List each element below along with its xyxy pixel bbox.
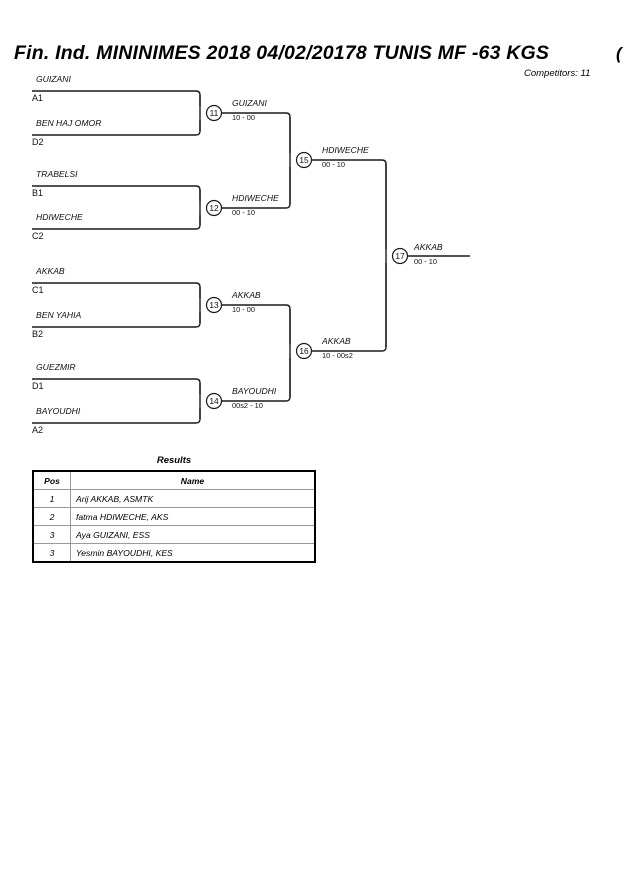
result-pos: 1 [32,489,71,508]
r1-m14-bottom-seed: A2 [32,425,43,435]
r1-m14-top-seed: D1 [32,381,44,391]
competitors-count: Competitors: 11 [524,68,591,79]
final-bracket-join [381,159,387,352]
final-winner: AKKAB [413,242,443,252]
r1-m11-score: 10 - 00 [232,113,255,122]
page-title: Fin. Ind. MININIMES 2018 04/02/20178 TUN… [14,42,550,64]
r1-m12-top-seed: B1 [32,188,43,198]
match-number-15: 15 [299,155,309,165]
r1-m13-top-seed: C1 [32,285,44,295]
match-number-circle-17[interactable] [391,247,409,265]
r1-m14-top-name: GUEZMIR [36,362,76,372]
final-score: 00 - 10 [414,257,437,266]
round1-match-12: 12 TRABELSI B1 HDIWECHE C2 HDIWECHE 00 -… [32,169,279,241]
r1-m14-bracket-join [195,378,201,424]
r1-m12-winner: HDIWECHE [232,193,279,203]
bracket-diagram: 11 GUIZANI A1 BEN HAJ OMOR D2 GUIZANI 10… [32,74,470,435]
results-heading: Results [156,455,192,466]
semifinal-match-16: 16 AKKAB 10 - 00s2 [222,304,353,402]
table-row[interactable]: 1 Arij AKKAB, ASMTK [32,489,316,508]
round1-match-14: 14 GUEZMIR D1 BAYOUDHI A2 BAYOUDHI 00s2 … [32,362,277,435]
result-pos: 3 [32,525,71,544]
table-row[interactable]: 3 Aya GUIZANI, ESS [32,525,316,544]
r1-m14-bottom-name: BAYOUDHI [36,406,81,416]
match-number-circle-11[interactable] [205,104,223,122]
r1-m12-score: 00 - 10 [232,208,255,217]
result-pos: 2 [32,507,71,526]
match-number-17: 17 [395,251,405,261]
r1-m13-top-name: AKKAB [35,266,65,276]
r1-m11-bottom-name: BEN HAJ OMOR [36,118,101,128]
match-number-circle-14[interactable] [205,392,223,410]
r1-m13-bottom-name: BEN YAHIA [36,310,81,320]
match-number-12: 12 [209,203,219,213]
result-name: Aya GUIZANI, ESS [70,525,316,544]
r1-m14-winner: BAYOUDHI [232,386,277,396]
match-number-11: 11 [210,108,219,118]
r1-m13-bottom-seed: B2 [32,329,43,339]
match-number-circle-13[interactable] [205,296,223,314]
match-number-circle-12[interactable] [205,199,223,217]
r1-m13-bracket-join [195,282,201,328]
round1-match-11: 11 GUIZANI A1 BEN HAJ OMOR D2 GUIZANI 10… [32,74,267,147]
r1-m12-bottom-seed: C2 [32,231,44,241]
results-table: Pos Name 1 Arij AKKAB, ASMTK 2 fatma HDI… [32,470,316,563]
table-row[interactable]: 2 fatma HDIWECHE, AKS [32,507,316,526]
r1-m11-winner: GUIZANI [232,98,267,108]
sf-m16-score: 10 - 00s2 [322,351,353,360]
r1-m12-top-name: TRABELSI [36,169,78,179]
result-name: Arij AKKAB, ASMTK [70,489,316,508]
r1-m12-bracket-join [195,185,201,230]
sf-m15-score: 00 - 10 [322,160,345,169]
results-col-pos: Pos [32,470,71,490]
title-trailing-glyph: ( [616,44,622,63]
results-header-row: Pos Name [32,470,316,490]
sf-m15-bracket-join [285,112,291,209]
sf-m16-winner: AKKAB [321,336,351,346]
r1-m13-score: 10 - 00 [232,305,255,314]
r1-m11-top-name: GUIZANI [36,74,71,84]
result-name: Yesmin BAYOUDHI, KES [70,543,316,563]
round1-match-13: 13 AKKAB C1 BEN YAHIA B2 AKKAB 10 - 00 [32,266,261,339]
results-col-name: Name [70,470,316,490]
r1-m11-bracket-join [195,90,201,136]
r1-m14-score: 00s2 - 10 [232,401,263,410]
sf-m16-bracket-join [285,304,291,402]
result-pos: 3 [32,543,71,563]
match-number-circle-15[interactable] [295,151,313,169]
result-name: fatma HDIWECHE, AKS [70,507,316,526]
match-number-circle-16[interactable] [295,342,313,360]
r1-m12-bottom-name: HDIWECHE [36,212,83,222]
semifinal-match-15: 15 HDIWECHE 00 - 10 [222,112,369,209]
match-number-14: 14 [209,396,219,406]
r1-m11-top-seed: A1 [32,93,43,103]
table-row[interactable]: 3 Yesmin BAYOUDHI, KES [32,543,316,563]
final-match-17: 17 AKKAB 00 - 10 [312,159,470,352]
r1-m11-bottom-seed: D2 [32,137,44,147]
sf-m15-winner: HDIWECHE [322,145,369,155]
match-number-13: 13 [209,300,219,310]
match-number-16: 16 [299,346,309,356]
r1-m13-winner: AKKAB [231,290,261,300]
